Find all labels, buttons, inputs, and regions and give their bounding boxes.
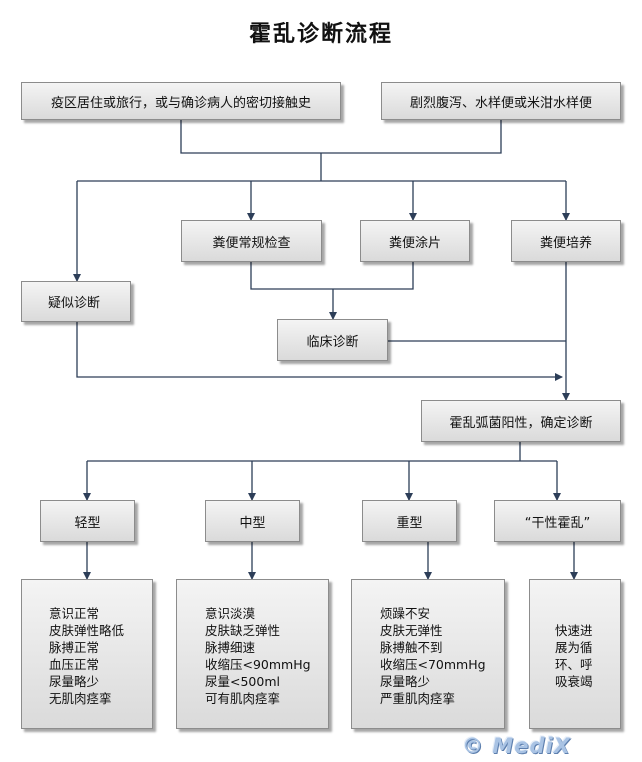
- node-dry-label: “干性霍乱”: [524, 515, 591, 531]
- diagram-title: 霍乱诊断流程: [248, 21, 393, 47]
- details-severe: 烦躁不安 皮肤无弹性 脉搏触不到 收缩压<70mmHg 尿量略少 严重肌肉痉挛: [351, 579, 505, 729]
- node-suspected: 疑似诊断: [21, 281, 131, 322]
- details-dry-line: 环、呼: [555, 657, 593, 672]
- details-mild-line: 尿量略少: [49, 674, 100, 689]
- node-mild-label: 轻型: [74, 515, 101, 531]
- details-dry-line: 快速进: [555, 623, 593, 638]
- details-mild-line: 皮肤弹性略低: [49, 623, 125, 638]
- node-moderate: 中型: [205, 500, 300, 542]
- node-mild: 轻型: [40, 500, 135, 542]
- details-moderate-line: 尿量<500ml: [205, 674, 280, 689]
- node-confirmed-label: 霍乱弧菌阳性，确定诊断: [449, 415, 593, 431]
- node-contact-history-label: 疫区居住或旅行，或与确诊病人的密切接触史: [50, 95, 311, 111]
- details-severe-line: 烦躁不安: [380, 606, 431, 621]
- details-mild: 意识正常 皮肤弹性略低 脉搏正常 血压正常 尿量略少 无肌肉痉挛: [21, 579, 153, 729]
- details-dry: 快速进 展为循 环、呼 吸衰竭: [529, 579, 621, 729]
- node-severe-label: 重型: [396, 515, 423, 531]
- node-stool-smear-label: 粪便涂片: [388, 235, 441, 251]
- node-stool-culture-label: 粪便培养: [539, 235, 592, 251]
- details-moderate-line: 可有肌肉痉挛: [205, 691, 281, 706]
- node-confirmed: 霍乱弧菌阳性，确定诊断: [421, 400, 621, 442]
- node-contact-history: 疫区居住或旅行，或与确诊病人的密切接触史: [21, 82, 341, 120]
- edge-tests-merge: [250, 262, 414, 290]
- details-moderate-line: 脉搏细速: [205, 640, 256, 655]
- details-moderate-line: 意识淡漠: [205, 606, 256, 621]
- node-symptoms-label: 剧烈腹泻、水样便或米泔水样便: [409, 95, 592, 111]
- node-stool-culture: 粪便培养: [511, 220, 621, 262]
- details-severe-line: 尿量略少: [380, 674, 431, 689]
- node-symptoms: 剧烈腹泻、水样便或米泔水样便: [381, 82, 621, 120]
- details-dry-line: 展为循: [555, 640, 593, 655]
- node-dry: “干性霍乱”: [494, 500, 621, 542]
- node-severe: 重型: [362, 500, 457, 542]
- node-suspected-label: 疑似诊断: [48, 296, 101, 311]
- edge-suspect-right: [76, 322, 563, 381]
- details-mild-line: 无肌肉痉挛: [49, 691, 112, 706]
- node-stool-smear: 粪便涂片: [360, 220, 470, 262]
- edge-history-merge: [180, 120, 502, 154]
- node-moderate-label: 中型: [239, 515, 266, 531]
- details-severe-line: 收缩压<70mmHg: [380, 657, 486, 672]
- details-severe-line: 脉搏触不到: [380, 640, 443, 655]
- details-moderate-line: 收缩压<90mmHg: [205, 657, 311, 672]
- node-stool-routine-label: 粪便常规检查: [212, 235, 291, 251]
- node-clinical-label: 临床诊断: [306, 334, 359, 350]
- details-severe-line: 严重肌肉痉挛: [380, 691, 456, 706]
- details-dry-line: 吸衰竭: [555, 674, 593, 689]
- details-severe-line: 皮肤无弹性: [380, 623, 443, 638]
- node-clinical: 临床诊断: [277, 319, 388, 361]
- details-moderate: 意识淡漠 皮肤缺乏弹性 脉搏细速 收缩压<90mmHg 尿量<500ml 可有肌…: [176, 579, 329, 729]
- medix-watermark: © MediX: [462, 734, 571, 758]
- details-mild-line: 脉搏正常: [49, 640, 100, 655]
- details-mild-line: 血压正常: [49, 657, 100, 672]
- details-moderate-line: 皮肤缺乏弹性: [205, 623, 281, 638]
- node-stool-routine: 粪便常规检查: [181, 220, 322, 262]
- details-mild-line: 意识正常: [49, 606, 100, 621]
